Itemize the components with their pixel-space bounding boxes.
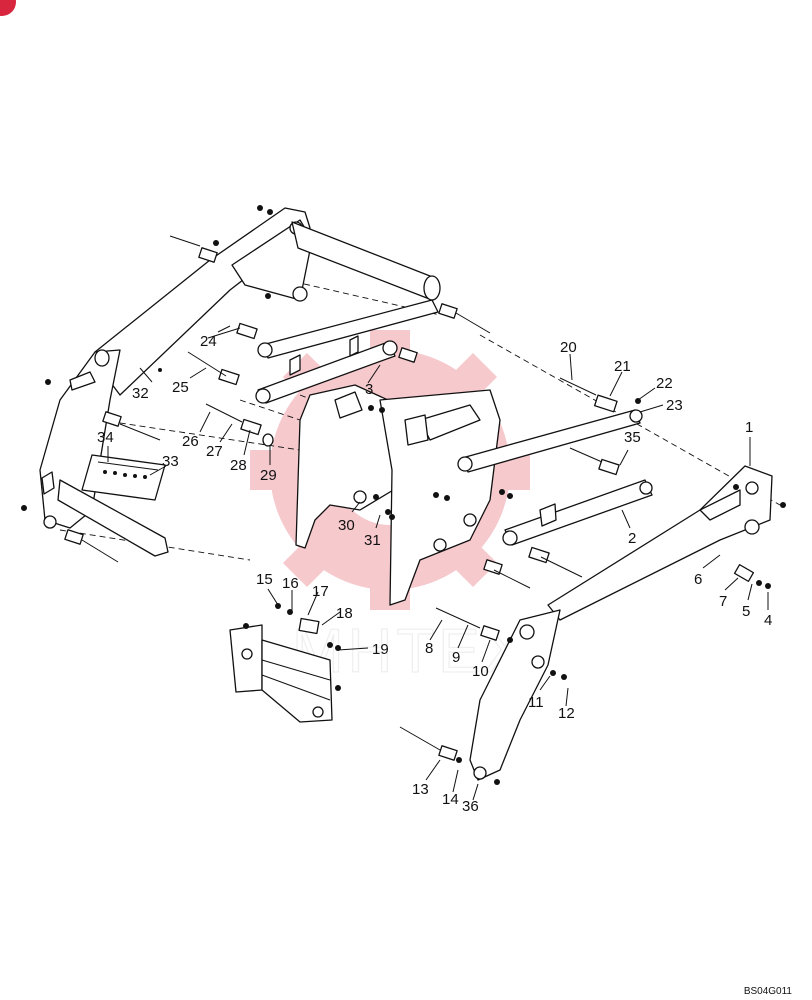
callout-12: 12	[558, 705, 575, 722]
callout-10: 10	[472, 663, 489, 680]
callout-25: 25	[172, 379, 189, 396]
callout-4: 4	[764, 612, 772, 629]
callout-33: 33	[162, 453, 179, 470]
callout-11: 11	[528, 694, 544, 711]
lower-cross-member	[57, 454, 169, 557]
callout-9: 9	[452, 649, 460, 666]
callout-2: 2	[628, 530, 636, 547]
callout-35: 35	[624, 429, 641, 446]
callout-28: 28	[230, 457, 247, 474]
callout-27: 27	[206, 443, 223, 460]
callout-18: 18	[336, 605, 353, 622]
callout-labels: 1 2 3 4 5 6 7 8 9 10 11 12 13 14 15 16 1…	[97, 333, 772, 815]
callout-8: 8	[425, 640, 433, 657]
callout-16: 16	[282, 575, 299, 592]
callout-26: 26	[182, 433, 199, 450]
cross-tube	[291, 221, 441, 301]
callout-34: 34	[97, 429, 114, 446]
callout-1: 1	[745, 419, 753, 436]
callout-5: 5	[742, 603, 750, 620]
callout-36: 36	[462, 798, 479, 815]
callout-22: 22	[656, 375, 673, 392]
callout-29: 29	[260, 467, 277, 484]
callout-24: 24	[200, 333, 217, 350]
callout-23: 23	[666, 397, 683, 414]
callout-17: 17	[312, 583, 329, 600]
callout-32: 32	[132, 385, 149, 402]
callout-7: 7	[719, 593, 727, 610]
callout-20: 20	[560, 339, 577, 356]
left-links	[255, 299, 439, 404]
callout-15: 15	[256, 571, 273, 588]
drawing-code: BS04G011	[743, 986, 792, 997]
right-loader-arm	[469, 465, 773, 781]
callout-31: 31	[364, 532, 381, 549]
callout-21: 21	[614, 358, 631, 375]
mount-bracket	[229, 624, 333, 723]
pins-bushings	[64, 247, 755, 761]
bolts	[81, 235, 603, 751]
center-frame	[295, 384, 501, 606]
callout-19: 19	[372, 641, 389, 658]
callout-6: 6	[694, 571, 702, 588]
leader-lines	[107, 325, 769, 801]
right-links	[457, 409, 653, 546]
callout-13: 13	[412, 781, 429, 798]
callout-30: 30	[338, 517, 355, 534]
callout-14: 14	[442, 791, 459, 808]
callout-3: 3	[365, 381, 373, 398]
hardware	[21, 205, 786, 785]
